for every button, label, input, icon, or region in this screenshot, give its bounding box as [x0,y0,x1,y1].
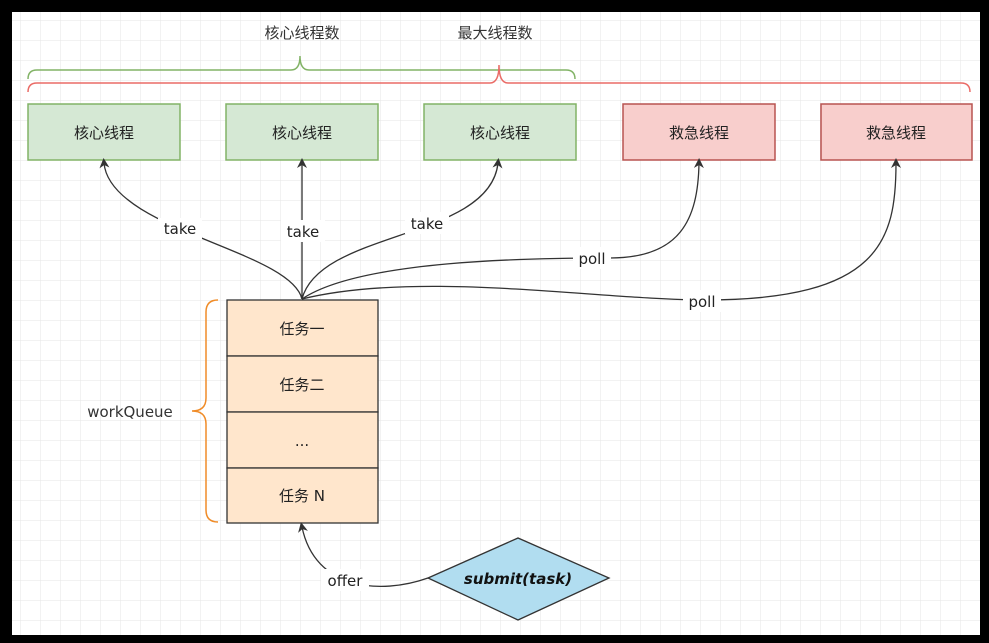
take-label: take [164,220,196,238]
queue-item-cell [226,299,379,357]
queue-item: ... [226,411,379,469]
queue-item: 任务一 [226,299,379,357]
thread-box-label: 救急线程 [866,124,926,142]
queue-item: 任务 N [226,467,379,524]
edge-label-bg [321,569,369,591]
offer-label: offer [328,572,364,590]
queue-item-label: ... [295,432,309,450]
queue-item-cell [226,411,379,469]
submit-diamond [426,537,611,621]
work-queue: 任务一 任务二 ... 任务 N [226,299,379,524]
thread-box: 救急线程 [622,103,776,161]
poll-label: poll [688,293,715,311]
max-thread-brace [27,64,971,93]
queue-item-cell [226,467,379,524]
thread-box: 核心线程 [27,103,181,161]
thread-box-label: 核心线程 [272,124,332,142]
max-thread-count-label: 最大线程数 [457,24,532,42]
thread-box-rect [423,103,577,161]
edge-label-bg [405,212,449,234]
queue-item-label: 任务一 [279,320,324,338]
submit-task-node: submit(task) [426,537,611,621]
queue-item-cell [226,355,379,413]
thread-box-rect [622,103,776,161]
edge-label-bg [573,247,611,269]
work-queue-label: workQueue [87,403,173,421]
submit-label: submit(task) [464,570,572,588]
thread-box: 核心线程 [225,103,379,161]
thread-box-label: 核心线程 [470,124,530,142]
edge-label-bg [158,218,202,240]
take-label: take [287,223,319,241]
thread-box-rect [27,103,181,161]
edge-label-bg [683,290,721,312]
thread-box-label: 救急线程 [669,124,729,142]
take-edge [301,158,503,300]
queue-item-label: 任务二 [279,376,324,394]
thread-box: 核心线程 [423,103,577,161]
work-queue-brace [191,299,219,523]
core-thread-count-label: 核心线程数 [264,24,339,42]
queue-item-label: 任务 N [279,487,325,505]
thread-box-rect [820,103,973,161]
core-thread-brace [27,55,576,80]
poll-label: poll [578,250,605,268]
thread-box-label: 核心线程 [74,124,134,142]
thread-box: 救急线程 [820,103,973,161]
edge-label-bg [281,220,325,242]
take-label: take [411,215,443,233]
queue-item: 任务二 [226,355,379,413]
